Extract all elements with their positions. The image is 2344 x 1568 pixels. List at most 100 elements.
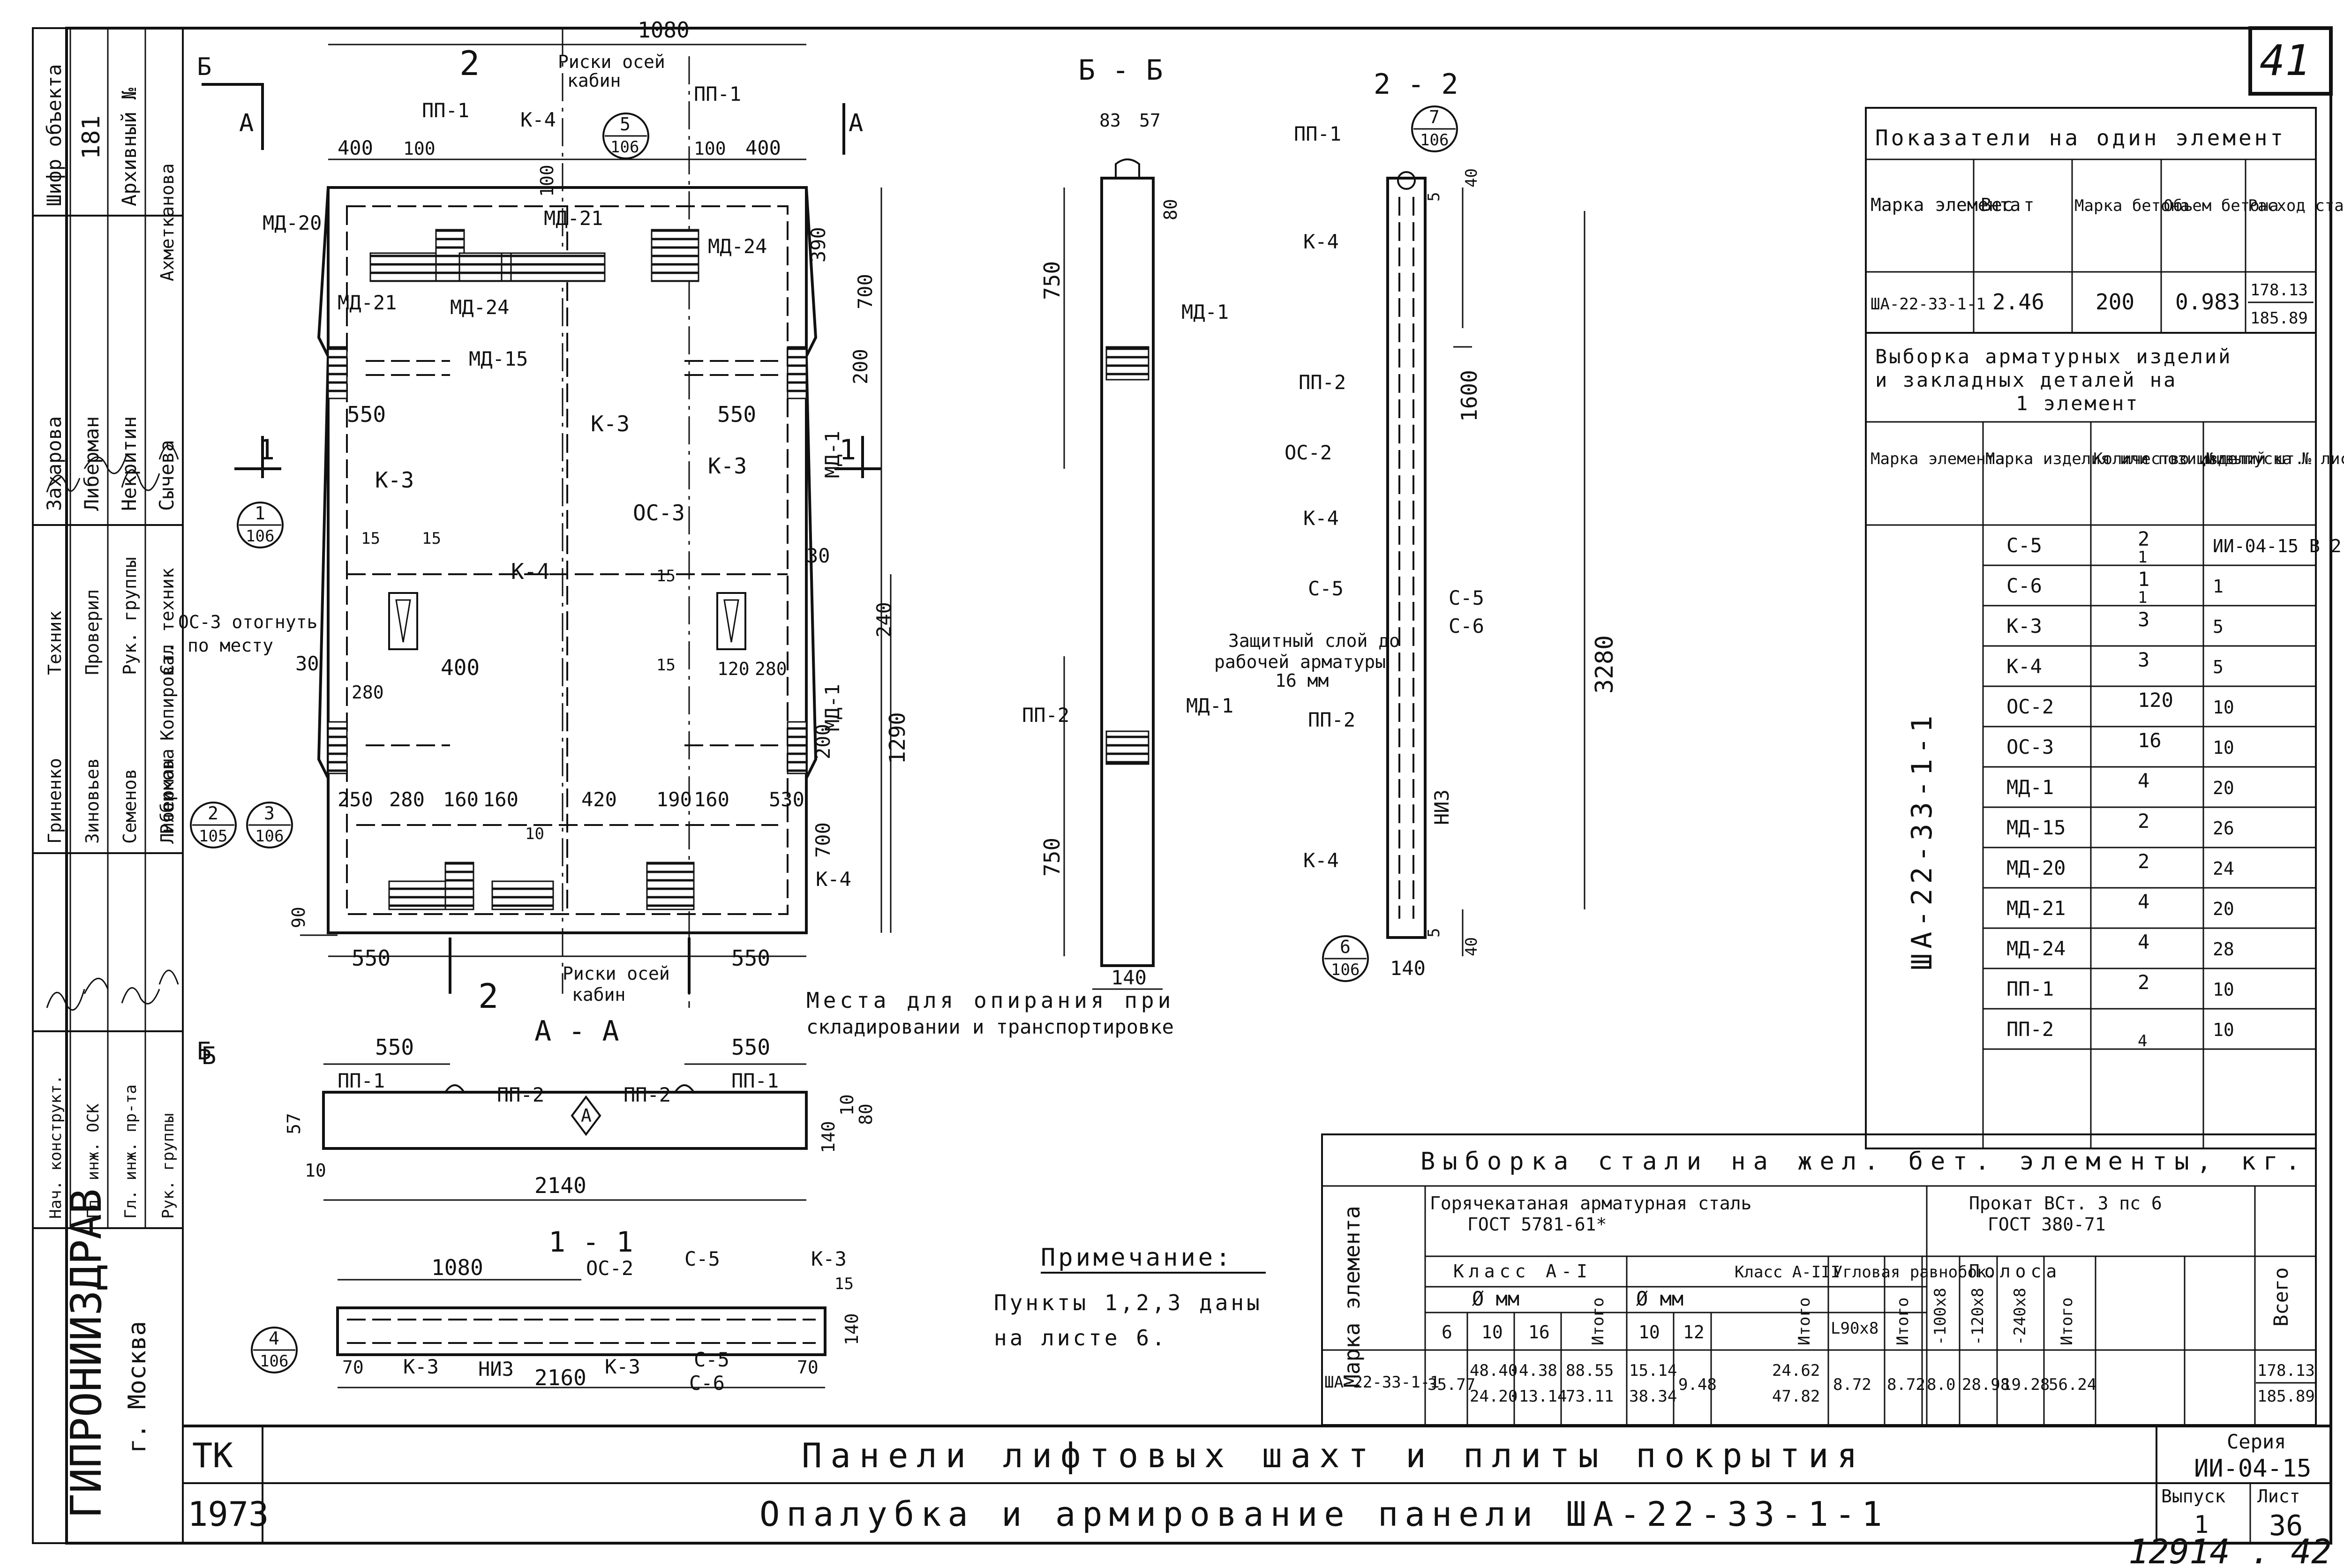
arrows-2-bottom [449,938,691,994]
sel-head-qty: Количество изделий шт. [2093,450,2304,468]
selection-row-sheet: 10 [2213,979,2234,1000]
sel-element: ША-22-33-1-1 [1906,711,1938,970]
sheet-number: 41 [2260,36,2310,85]
steel-group1-1: Горячекатаная арматурная сталь [1430,1193,1751,1214]
s22-cover-1: Защитный слой до [1228,630,1400,651]
s22-cover-3: 16 мм [1275,670,1329,691]
svg-text:106: 106 [610,138,639,157]
s22-cover-2: рабочей арматуры [1214,652,1386,672]
ind-row-volume: 0.983 [2175,289,2240,315]
svg-text:106: 106 [1420,131,1449,150]
aa-triangle-label: А [581,1105,592,1126]
aa-dim-550-left: 550 [375,1035,414,1060]
s11-label-s5-bottom: С-5 [694,1348,729,1371]
s22-label-niz: НИЗ [1430,789,1453,825]
label-k4-mid: К-4 [511,559,550,584]
label-risk-bottom-1: Риски осей [563,963,670,984]
steel-row-mark: ША-22-33-1-1 [1324,1373,1440,1392]
dim-row-160-c: 160 [694,788,729,811]
aa-dim-10-right: 10 [837,1094,857,1116]
svg-text:Рук. группы: Рук. группы [159,1113,178,1219]
selection-row-qty-sub: 1 [2138,548,2147,567]
svg-text:106: 106 [246,527,274,546]
svg-text:2: 2 [208,803,218,824]
title-line-2: Опалубка и армирование панели ША-22-33-1… [759,1494,1889,1534]
view-a-right: А [849,109,863,137]
steel-row-tot2b: 47.82 [1772,1387,1820,1406]
dim-280-right: 280 [755,659,787,679]
svg-text:Рябикова: Рябикова [157,749,178,834]
section-11 [336,1279,826,1388]
s11-dim-70-left: 70 [342,1357,364,1378]
ind-head-weight: Вес т [1981,195,2034,215]
section-11-title: 1 - 1 [548,1226,633,1259]
dim-row-160-b: 160 [483,788,518,811]
callout-4-106: 4 106 [251,1327,298,1373]
s22-dim-140: 140 [1390,957,1426,980]
issue-value: 1 [2194,1511,2209,1539]
aa-dim-2140: 2140 [534,1173,586,1198]
arrow-1-left [234,436,281,478]
note-line-1: Пункты 1,2,3 даны [994,1290,1262,1315]
callout-3-106: 3 106 [246,802,293,848]
svg-text:Рук. группы: Рук. группы [120,557,140,675]
cage-lines [356,360,778,826]
dim-700-top: 700 [854,274,877,309]
selection-row-sheet: 20 [2213,778,2234,798]
steel-d10b: 10 [1638,1322,1660,1343]
selection-title-2: и закладных деталей на [1875,368,2177,391]
section-bb [1063,158,1163,990]
stamp-header: Шифр объекта 181 Архивный № [43,64,141,206]
view-a-left: А [239,109,254,137]
svg-text:ГИПРОНИИЗДРАВ: ГИПРОНИИЗДРАВ [62,1189,111,1519]
cut-1-right: 1 [839,434,856,466]
bb-dim-57: 57 [1139,110,1161,131]
dim-15-a: 15 [361,529,380,548]
steel-title: Выборка стали на жел. бет. элементы, кг. [1420,1148,2307,1176]
svg-text:Зиновьев: Зиновьев [82,758,103,844]
s22-label-s6: С-6 [1449,615,1484,638]
series-label: Серия [2227,1430,2286,1453]
view-b-left-top: Б [197,53,211,81]
s11-label-k3-left: К-3 [403,1355,439,1378]
aa-dim-10: 10 [305,1160,326,1181]
selection-row-sheet: 10 [2213,697,2234,718]
s22-dim-5-top: 5 [1425,192,1443,202]
svg-text:Гл. инж. ОСК: Гл. инж. ОСК [84,1103,103,1219]
s22-dim-1600: 1600 [1457,370,1482,422]
arrow-b-top [202,83,264,150]
bb-label-md1-top: МД-1 [1181,300,1229,323]
steel-d16: 16 [1528,1322,1550,1343]
indicators-table [1865,107,2317,334]
label-md21-right: МД-21 [544,207,603,230]
dim-120: 120 [717,659,750,679]
section-bb-title: Б - Б [1078,54,1163,87]
issue-label: Выпуск [2161,1486,2225,1507]
selection-row-mark: ОС-2 [2006,695,2054,718]
steel-d6: 6 [1442,1322,1452,1343]
svg-text:6: 6 [1340,937,1351,957]
aa-label-pp1-left: ПП-1 [338,1069,385,1092]
label-k4-top: К-4 [520,108,556,131]
label-k4-bottom: К-4 [816,868,851,891]
steel-s100: -100x8 [1931,1288,1950,1345]
ind-row-steel-a: 178.13 [2250,281,2308,300]
selection-table [1865,332,2317,1149]
stamp-names-upper: Захарова Либерман Некритин Сычева Ахметк… [43,163,178,511]
cut-2-bottom: 2 [478,976,498,1016]
s22-label-k4-top: К-4 [1303,230,1339,253]
s11-dim-15: 15 [834,1275,854,1293]
selection-row-mark: МД-24 [2006,937,2066,960]
s22-label-k4-bottom: К-4 [1303,849,1339,872]
steel-row-v16b: 13.14 [1519,1387,1567,1406]
cut-2-top: 2 [459,44,480,83]
steel-row-v10c: 15.14 [1629,1361,1677,1380]
stamp-roles-lower: Нач. конструкт. Гл. инж. ОСК Гл. инж. пр… [46,1075,178,1219]
dim-200-bottom: 200 [811,724,834,759]
sel-head-sheet: № выпуска № листа [2206,450,2344,468]
bb-dim-83: 83 [1099,110,1121,131]
selection-row-sheet: 5 [2213,616,2224,637]
label-os3: ОС-3 [633,500,685,525]
steel-strip: Полоса [1969,1261,2061,1282]
